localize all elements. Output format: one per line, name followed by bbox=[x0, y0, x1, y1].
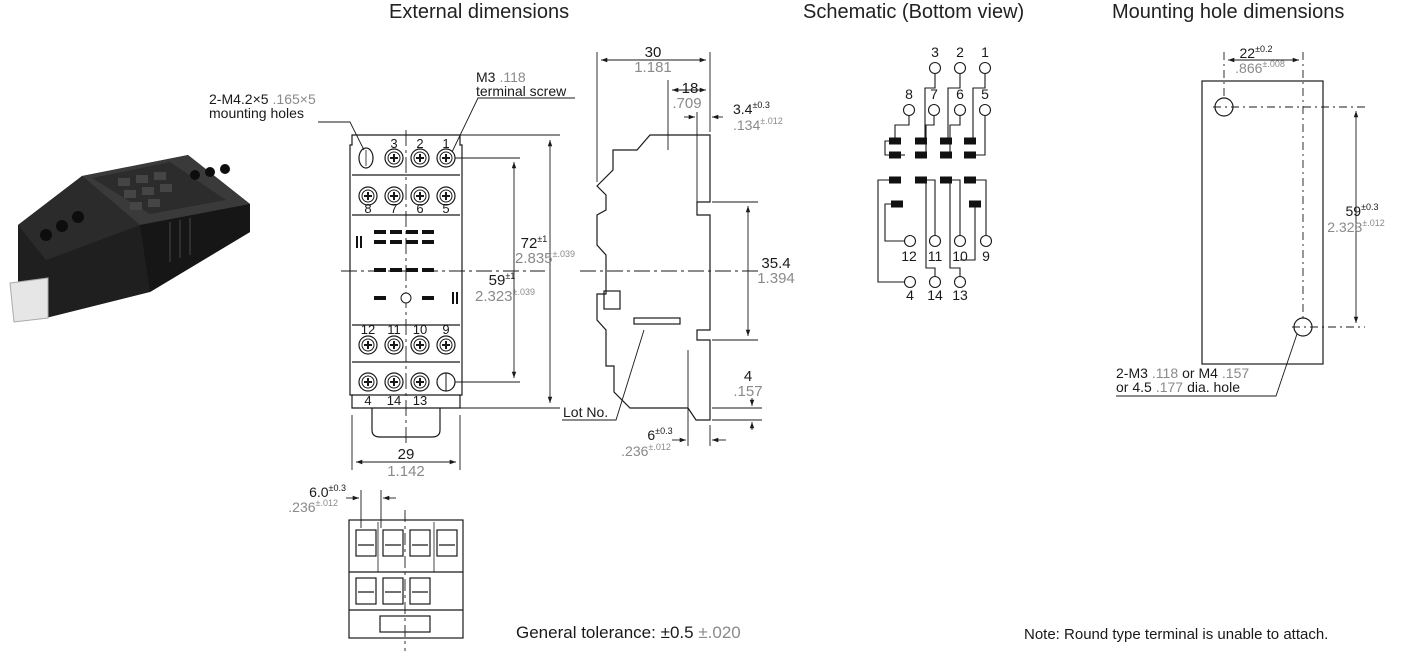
schematic-diagram bbox=[877, 61, 993, 289]
side-dimension-lines bbox=[562, 52, 762, 446]
depth-4-label: 4 .157 bbox=[733, 368, 762, 400]
schematic-terminal-numbers: 3 2 1 8 7 6 5 12 11 10 9 4 14 13 bbox=[901, 44, 990, 303]
svg-text:6.0±0.3: 6.0±0.3 bbox=[309, 483, 346, 500]
sch-terminal-7: 7 bbox=[930, 86, 938, 102]
depth-6-label: 6±0.3 .236±.012 bbox=[621, 426, 672, 459]
front-terminal-numbers: 3 2 1 8 7 6 5 12 11 10 9 4 14 13 bbox=[361, 136, 450, 408]
svg-text:6±0.3: 6±0.3 bbox=[647, 426, 672, 443]
front-terminal-10: 10 bbox=[413, 322, 427, 337]
svg-text:4: 4 bbox=[744, 368, 752, 385]
svg-text:2.835±.039: 2.835±.039 bbox=[515, 249, 575, 267]
width-30-label: 30 1.181 bbox=[634, 44, 672, 76]
svg-text:1.142: 1.142 bbox=[387, 463, 425, 480]
terminal-screw-callout: M3.118 bbox=[476, 69, 526, 85]
front-terminal-14: 14 bbox=[387, 393, 401, 408]
svg-text:.134±.012: .134±.012 bbox=[733, 116, 783, 133]
mounting-height-59-label: 59±0.3 2.323±.012 bbox=[1327, 202, 1385, 235]
mounting-hole-heading: Mounting hole dimensions bbox=[1112, 1, 1345, 23]
svg-text:2.323±.012: 2.323±.012 bbox=[1327, 218, 1385, 235]
svg-text:.236±.012: .236±.012 bbox=[288, 498, 338, 515]
svg-text:1.394: 1.394 bbox=[757, 270, 795, 287]
side-view bbox=[580, 134, 760, 421]
svg-text:35.4: 35.4 bbox=[761, 255, 790, 272]
schematic-heading: Schematic (Bottom view) bbox=[803, 1, 1025, 23]
front-terminal-2: 2 bbox=[416, 136, 423, 151]
general-tolerance: General tolerance: ±0.5 ±.020 bbox=[516, 623, 741, 643]
width-18-label: 18 .709 bbox=[672, 80, 701, 112]
front-screws bbox=[358, 148, 456, 392]
sch-terminal-8: 8 bbox=[905, 86, 913, 102]
svg-text:2.323±.039: 2.323±.039 bbox=[475, 287, 535, 305]
terminal-note: Note: Round type terminal is unable to a… bbox=[1024, 626, 1329, 643]
svg-text:59±0.3: 59±0.3 bbox=[1345, 202, 1378, 219]
svg-text:22±0.2: 22±0.2 bbox=[1239, 44, 1272, 61]
general-tolerance-mm: ±0.5 bbox=[660, 623, 694, 642]
sch-terminal-3: 3 bbox=[931, 44, 939, 60]
svg-text:3.4±0.3: 3.4±0.3 bbox=[733, 100, 770, 117]
height-72-label: 72±1 2.835±.039 bbox=[515, 234, 575, 267]
sch-terminal-4: 4 bbox=[906, 287, 914, 303]
bottom-view bbox=[348, 510, 464, 651]
svg-text:.236±.012: .236±.012 bbox=[621, 442, 671, 459]
mounting-width-22-label: 22±0.2 .866±.008 bbox=[1235, 44, 1285, 76]
height-35-4-label: 35.4 1.394 bbox=[757, 255, 795, 287]
sch-terminal-14: 14 bbox=[927, 287, 943, 303]
svg-text:59±1: 59±1 bbox=[489, 271, 516, 289]
front-terminal-7: 7 bbox=[390, 201, 397, 216]
depth-3-4-label: 3.4±0.3 .134±.012 bbox=[733, 100, 783, 133]
sch-terminal-6: 6 bbox=[956, 86, 964, 102]
bottom-dimension-lines bbox=[346, 490, 396, 528]
width-6-0-label: 6.0±0.3 .236±.012 bbox=[288, 483, 346, 515]
sch-terminal-2: 2 bbox=[956, 44, 964, 60]
svg-text:1.181: 1.181 bbox=[634, 59, 672, 76]
front-dimension-lines bbox=[318, 97, 575, 470]
sch-terminal-11: 11 bbox=[928, 248, 943, 264]
svg-text:72±1: 72±1 bbox=[521, 234, 548, 252]
front-terminal-3: 3 bbox=[390, 136, 397, 151]
mounting-plate bbox=[1201, 80, 1324, 365]
terminal-screw-callout-line2: terminal screw bbox=[476, 83, 567, 99]
socket-product-photo bbox=[9, 155, 250, 323]
front-contact-block bbox=[356, 230, 458, 304]
svg-text:.709: .709 bbox=[672, 95, 701, 112]
sch-terminal-1: 1 bbox=[981, 44, 989, 60]
mounting-holes-callout: 2-M4.2×5.165×5 bbox=[209, 91, 316, 107]
svg-text:30: 30 bbox=[645, 44, 662, 61]
front-terminal-6: 6 bbox=[416, 201, 423, 216]
mounting-holes-callout-line2: mounting holes bbox=[209, 105, 304, 121]
sch-terminal-9: 9 bbox=[982, 248, 990, 264]
front-terminal-8: 8 bbox=[364, 201, 371, 216]
mounting-dimension-lines bbox=[1116, 52, 1365, 397]
height-59-label: 59±1 2.323±.039 bbox=[475, 271, 535, 305]
sch-terminal-12: 12 bbox=[901, 248, 917, 264]
lot-number-label: Lot No. bbox=[563, 404, 608, 420]
front-terminal-12: 12 bbox=[361, 322, 375, 337]
width-29-label: 29 1.142 bbox=[387, 446, 425, 480]
sch-terminal-10: 10 bbox=[952, 248, 968, 264]
sch-terminal-13: 13 bbox=[952, 287, 968, 303]
general-tolerance-in: ±.020 bbox=[698, 623, 741, 642]
front-terminal-11: 11 bbox=[387, 322, 401, 337]
external-dimensions-heading: External dimensions bbox=[389, 1, 570, 23]
svg-text:.157: .157 bbox=[733, 383, 762, 400]
front-terminal-1: 1 bbox=[442, 136, 449, 151]
front-terminal-5: 5 bbox=[442, 201, 449, 216]
svg-text:.866±.008: .866±.008 bbox=[1235, 59, 1285, 76]
sch-terminal-5: 5 bbox=[981, 86, 989, 102]
svg-text:29: 29 bbox=[398, 446, 415, 463]
general-tolerance-label: General tolerance: bbox=[516, 623, 656, 642]
front-terminal-13: 13 bbox=[413, 393, 427, 408]
front-terminal-9: 9 bbox=[442, 322, 449, 337]
front-terminal-4: 4 bbox=[364, 393, 371, 408]
svg-text:18: 18 bbox=[682, 80, 699, 97]
